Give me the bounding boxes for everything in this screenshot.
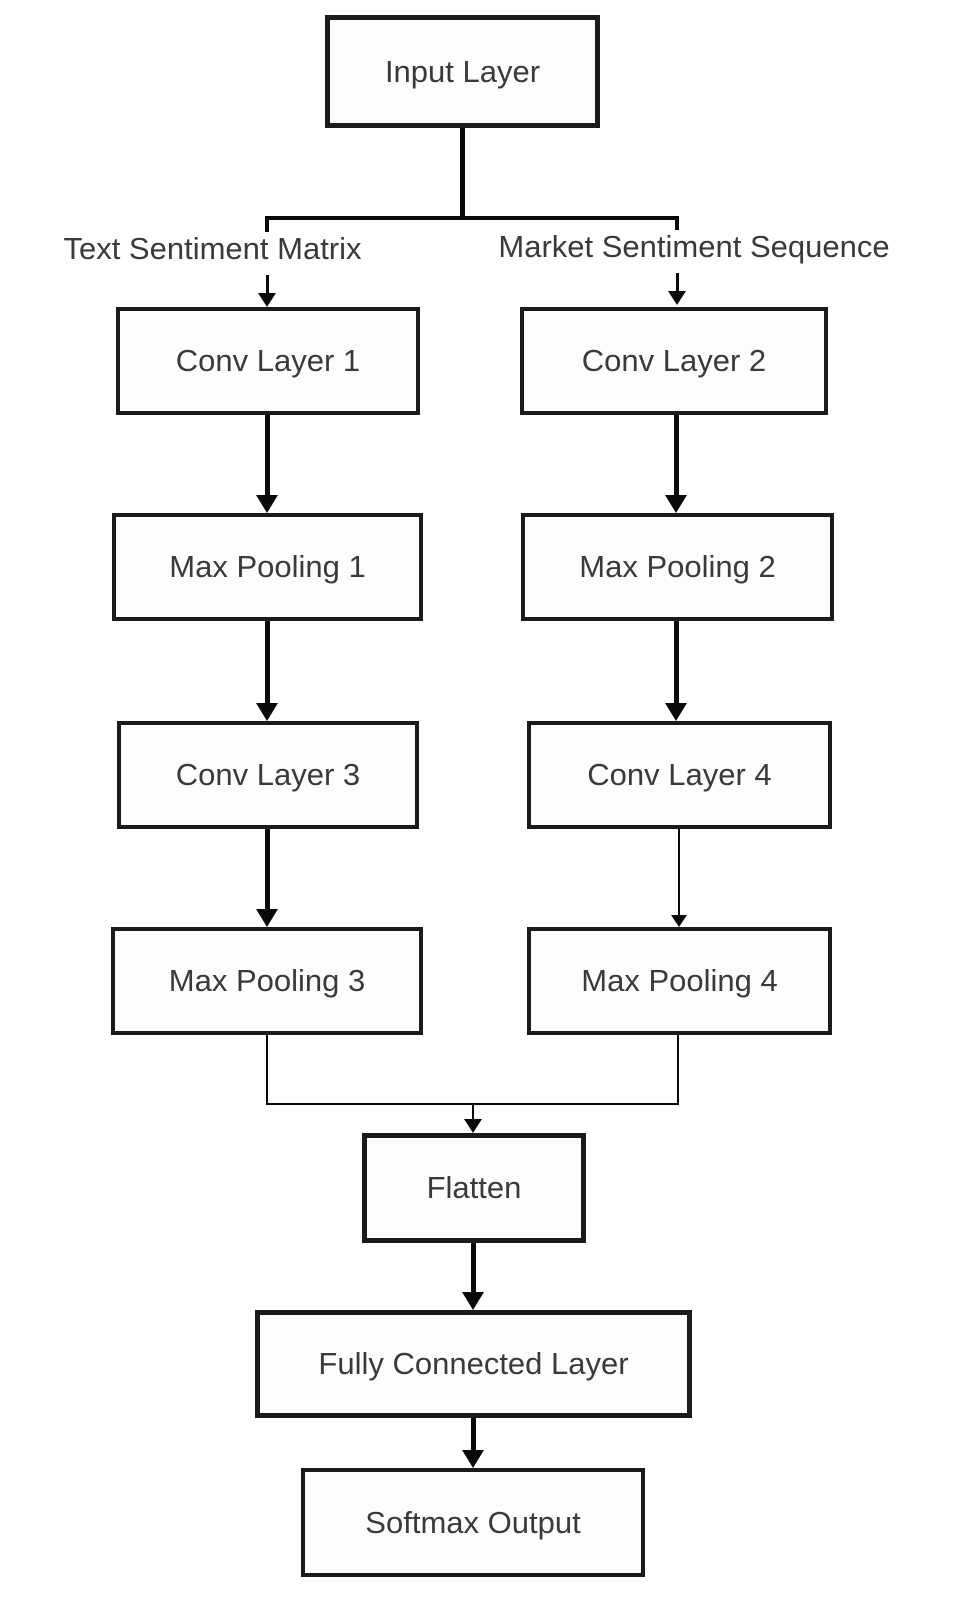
edge-maxpool4-merge-line (677, 1035, 679, 1105)
arrow-down-into-maxpool2-icon (665, 495, 687, 513)
node-conv-layer-3-label: Conv Layer 3 (175, 757, 361, 792)
node-max-pooling-3-label: Max Pooling 3 (168, 963, 366, 998)
node-input-layer: Input Layer (325, 15, 600, 128)
arrow-down-into-conv2-icon (668, 291, 686, 305)
edge-left-label-to-conv1-line (266, 275, 269, 295)
edge-merge-bar-line (266, 1103, 679, 1105)
edge-conv1-to-maxpool1-line (265, 415, 270, 495)
node-flatten-label: Flatten (426, 1170, 522, 1205)
node-conv-layer-2: Conv Layer 2 (520, 307, 828, 415)
branch-label-text-sentiment-matrix: Text Sentiment Matrix (63, 231, 362, 266)
arrow-down-into-conv1-icon (258, 293, 276, 307)
node-max-pooling-1: Max Pooling 1 (112, 513, 423, 621)
node-max-pooling-1-label: Max Pooling 1 (169, 549, 366, 584)
node-max-pooling-3: Max Pooling 3 (111, 927, 423, 1035)
node-max-pooling-4-label: Max Pooling 4 (581, 963, 778, 998)
node-conv-layer-1: Conv Layer 1 (116, 307, 420, 415)
arrow-down-into-flatten-icon (464, 1119, 482, 1133)
edge-right-label-to-conv2-line (676, 273, 679, 293)
branch-label-market-sentiment-sequence: Market Sentiment Sequence (498, 229, 890, 264)
arrow-down-into-conv3-icon (256, 703, 278, 721)
node-fully-connected-layer: Fully Connected Layer (255, 1310, 692, 1418)
node-conv-layer-3: Conv Layer 3 (117, 721, 419, 829)
arrow-down-into-softmax-icon (462, 1450, 484, 1468)
node-softmax-output: Softmax Output (301, 1468, 645, 1577)
node-max-pooling-2-label: Max Pooling 2 (579, 549, 776, 584)
edge-maxpool3-merge-line (266, 1035, 268, 1105)
node-max-pooling-2: Max Pooling 2 (521, 513, 834, 621)
edge-flatten-to-fc-line (471, 1243, 476, 1295)
node-flatten: Flatten (362, 1133, 586, 1243)
arrow-down-into-conv4-icon (665, 703, 687, 721)
edge-conv2-to-maxpool2-line (674, 415, 679, 495)
node-conv-layer-4: Conv Layer 4 (527, 721, 832, 829)
node-input-layer-label: Input Layer (384, 53, 541, 89)
edge-merge-to-flatten-line (472, 1105, 474, 1121)
edge-split-left-stub-line (265, 216, 269, 232)
node-max-pooling-4: Max Pooling 4 (527, 927, 832, 1035)
edge-fc-to-softmax-line (471, 1418, 476, 1452)
node-conv-layer-1-label: Conv Layer 1 (175, 343, 361, 378)
edge-maxpool1-to-conv3-line (265, 621, 270, 703)
edge-split-bar-line (265, 216, 679, 220)
arrow-down-into-maxpool3-icon (256, 909, 278, 927)
edge-conv4-to-maxpool4-line (678, 829, 680, 915)
edge-input-stem-line (460, 128, 465, 220)
edge-maxpool2-to-conv4-line (674, 621, 679, 703)
node-fully-connected-layer-label: Fully Connected Layer (318, 1346, 629, 1381)
edge-conv3-to-maxpool3-line (265, 829, 270, 909)
node-conv-layer-4-label: Conv Layer 4 (587, 757, 772, 792)
arrow-down-into-fc-icon (462, 1292, 484, 1310)
arrow-down-into-maxpool4-icon (671, 915, 687, 927)
node-softmax-output-label: Softmax Output (365, 1504, 581, 1540)
edge-split-right-stub-line (675, 216, 679, 230)
arrow-down-into-maxpool1-icon (256, 495, 278, 513)
node-conv-layer-2-label: Conv Layer 2 (581, 343, 767, 378)
